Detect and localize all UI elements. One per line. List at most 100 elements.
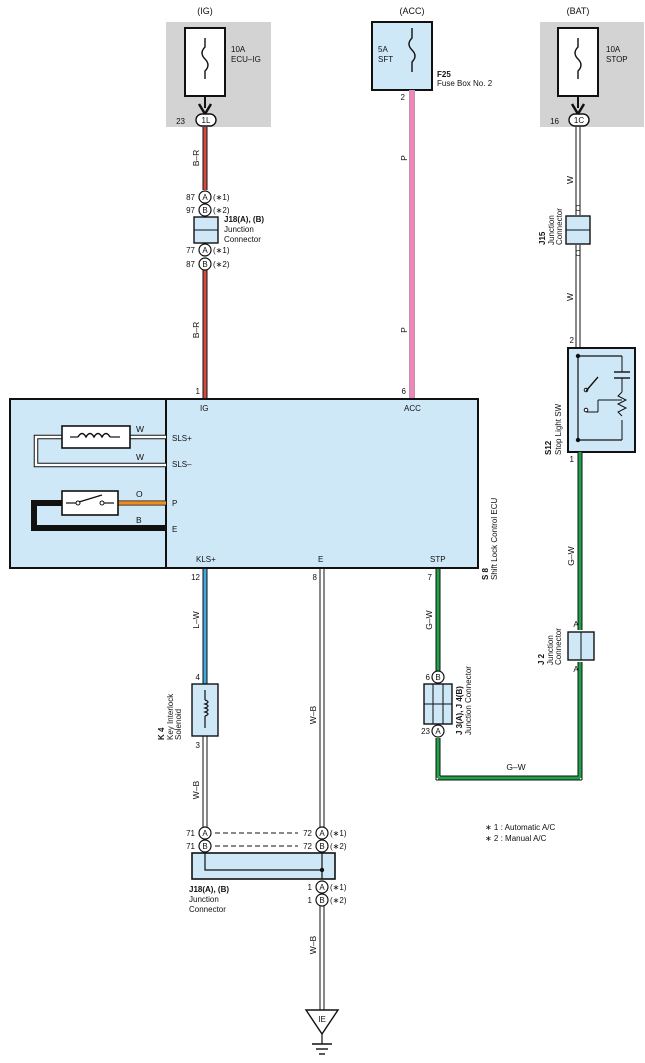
ecu-acc-pin-no: 6 — [402, 387, 407, 396]
ecu-ref: S 8 — [481, 567, 490, 580]
j34-pin-top-no: 6 — [426, 673, 431, 682]
j18b-out-bot: B — [319, 896, 324, 905]
note-1: ∗ 1 : Automatic A/C — [485, 823, 556, 832]
j15-pin-bottom: C — [575, 249, 581, 258]
ground-label: IE — [318, 1015, 326, 1024]
ecu-pin-stp: STP — [430, 555, 446, 564]
j18-top-junction-connector: A 87 (∗1) B 97 (∗2) A 77 (∗1) B 87 (∗2) … — [186, 190, 264, 271]
j18b-left-top-no: 71 — [186, 829, 195, 838]
j18-bottom-junction-connector: 71 A 71 B 72 A (∗1) 72 B (∗2) 1 A (∗1) 1… — [186, 826, 347, 914]
j18b-out-bot-no: 1 — [308, 896, 313, 905]
wire-label-l-w: L–W — [191, 611, 201, 628]
j18t-row3-letter: A — [202, 246, 208, 255]
ig-fuse-icon — [201, 38, 209, 79]
k4-pin-bottom: 3 — [196, 741, 201, 750]
j18b-right-bot-note: (∗2) — [330, 842, 347, 851]
ig-fuse-name: ECU–IG — [231, 55, 261, 64]
j2-ref: J 2 — [537, 653, 546, 665]
wire-label-p-bottom: P — [399, 327, 409, 333]
bat-connector-label: 1C — [574, 116, 584, 125]
ig-pin-no: 23 — [176, 117, 185, 126]
j18t-row3-pin: 77 — [186, 246, 195, 255]
j18b-out-top-no: 1 — [308, 883, 313, 892]
j18b-right-bot: B — [319, 842, 324, 851]
bat-fuse-name: STOP — [606, 55, 628, 64]
ecu-pin-acc: ACC — [404, 404, 421, 413]
j34-pin-bottom-no: 23 — [421, 727, 430, 736]
j15-junction-connector: C C J15 Junction Connector — [538, 204, 591, 258]
j18t-row2-letter: B — [202, 206, 207, 215]
j2-sub1: Junction — [546, 635, 555, 665]
ecu-pin-e: E — [172, 525, 177, 534]
j18t-row2-note: (∗2) — [213, 206, 230, 215]
j18t-row1-pin: 87 — [186, 193, 195, 202]
acc-ref-name: Fuse Box No. 2 — [437, 79, 493, 88]
k4-key-interlock-solenoid: 4 3 K 4 Key Interlock Solenoid — [157, 673, 219, 750]
ig-connector — [195, 113, 217, 127]
switch-icon — [78, 494, 103, 503]
j2-pin-bottom: A — [573, 665, 579, 674]
j18b-left-top: A — [202, 829, 208, 838]
shift-lock-control-ecu: IG ACC SLS+ SLS– P E KLS+ E STP S 8 Shif… — [9, 398, 499, 580]
ecu-klsp-pin-no: 12 — [191, 573, 200, 582]
j18b-right-bot-no: 72 — [303, 842, 312, 851]
k4-ref: K 4 — [157, 727, 166, 740]
j15-sub2: Connector — [555, 208, 564, 245]
wire-label-w-bottom: W — [565, 293, 575, 301]
j18t-row3-note: (∗1) — [213, 246, 230, 255]
notes: ∗ 1 : Automatic A/C ∗ 2 : Manual A/C — [485, 823, 556, 843]
wire-g-w — [435, 452, 583, 781]
acc-fuse-name: SFT — [378, 55, 393, 64]
j18b-sub2: Connector — [189, 905, 226, 914]
j18b-sub1: Junction — [189, 895, 219, 904]
ig-connector-label: 1L — [202, 116, 211, 125]
j15-ref: J15 — [538, 231, 547, 245]
acc-ref: F25 — [437, 70, 451, 79]
sls-wire-label-w-top: W — [136, 424, 144, 434]
ig-power-source: (IG) 10A ECU–IG 23 1L — [166, 6, 271, 127]
s12-pin-top: 2 — [570, 336, 575, 345]
ecu-ig-pin-no: 1 — [196, 387, 201, 396]
bat-fuse-amp: 10A — [606, 45, 621, 54]
bat-power-source: (BAT) 10A STOP 16 1C — [540, 6, 644, 127]
j18b-right-top: A — [319, 829, 325, 838]
bat-connector — [568, 113, 590, 127]
ecu-pin-klsp: KLS+ — [196, 555, 216, 564]
ecu-pin-p: P — [172, 499, 177, 508]
s12-pin-bottom: 1 — [570, 455, 575, 464]
j18t-sub1: Junction — [224, 225, 254, 234]
j3-j4-junction-connector: 6 B 23 A J 3(A), J 4(B) Junction Connect… — [421, 666, 473, 738]
ecu-e-pin-no: 8 — [313, 573, 318, 582]
wire-l-w — [202, 568, 208, 684]
bat-pin-no: 16 — [550, 117, 559, 126]
acc-pin-no: 2 — [401, 93, 406, 102]
s12-name: Stop Light SW — [554, 403, 563, 455]
wire-label-w-b-ground: W–B — [308, 935, 318, 954]
j18t-row4-note: (∗2) — [213, 260, 230, 269]
coil-icon — [77, 432, 111, 439]
acc-fuse-amp: 5A — [378, 45, 388, 54]
wire-label-b-r-bottom: B–R — [191, 322, 201, 339]
p-switch: O B — [31, 489, 166, 531]
wire-w-b-ground — [319, 906, 325, 1010]
j34-ref: J 3(A), J 4(B) — [455, 686, 464, 735]
wire-label-w-b-middle: W–B — [308, 705, 318, 724]
ecu-pin-ig: IG — [200, 404, 208, 413]
j34-pin-bottom: A — [435, 727, 441, 736]
s12-ref: S12 — [544, 440, 553, 455]
wire-label-g-w-bottom: G–W — [506, 762, 525, 772]
j34-sub: Junction Connector — [464, 666, 473, 735]
j18b-left-bot: B — [202, 842, 207, 851]
wire-w-b-k4 — [202, 736, 208, 828]
ecu-pin-e-bottom: E — [318, 555, 323, 564]
j34-pin-top: B — [435, 673, 440, 682]
bat-fuse-icon — [574, 38, 582, 79]
wire-label-b-r-top: B–R — [191, 150, 201, 167]
k4-pin-top: 4 — [196, 673, 201, 682]
j2-junction-connector: A A J 2 Junction Connector — [537, 620, 595, 674]
ig-label: (IG) — [197, 6, 213, 16]
j18t-row1-letter: A — [202, 193, 208, 202]
wire-label-g-w-right: G–W — [566, 546, 576, 565]
ecu-name: Shift Lock Control ECU — [490, 498, 499, 580]
